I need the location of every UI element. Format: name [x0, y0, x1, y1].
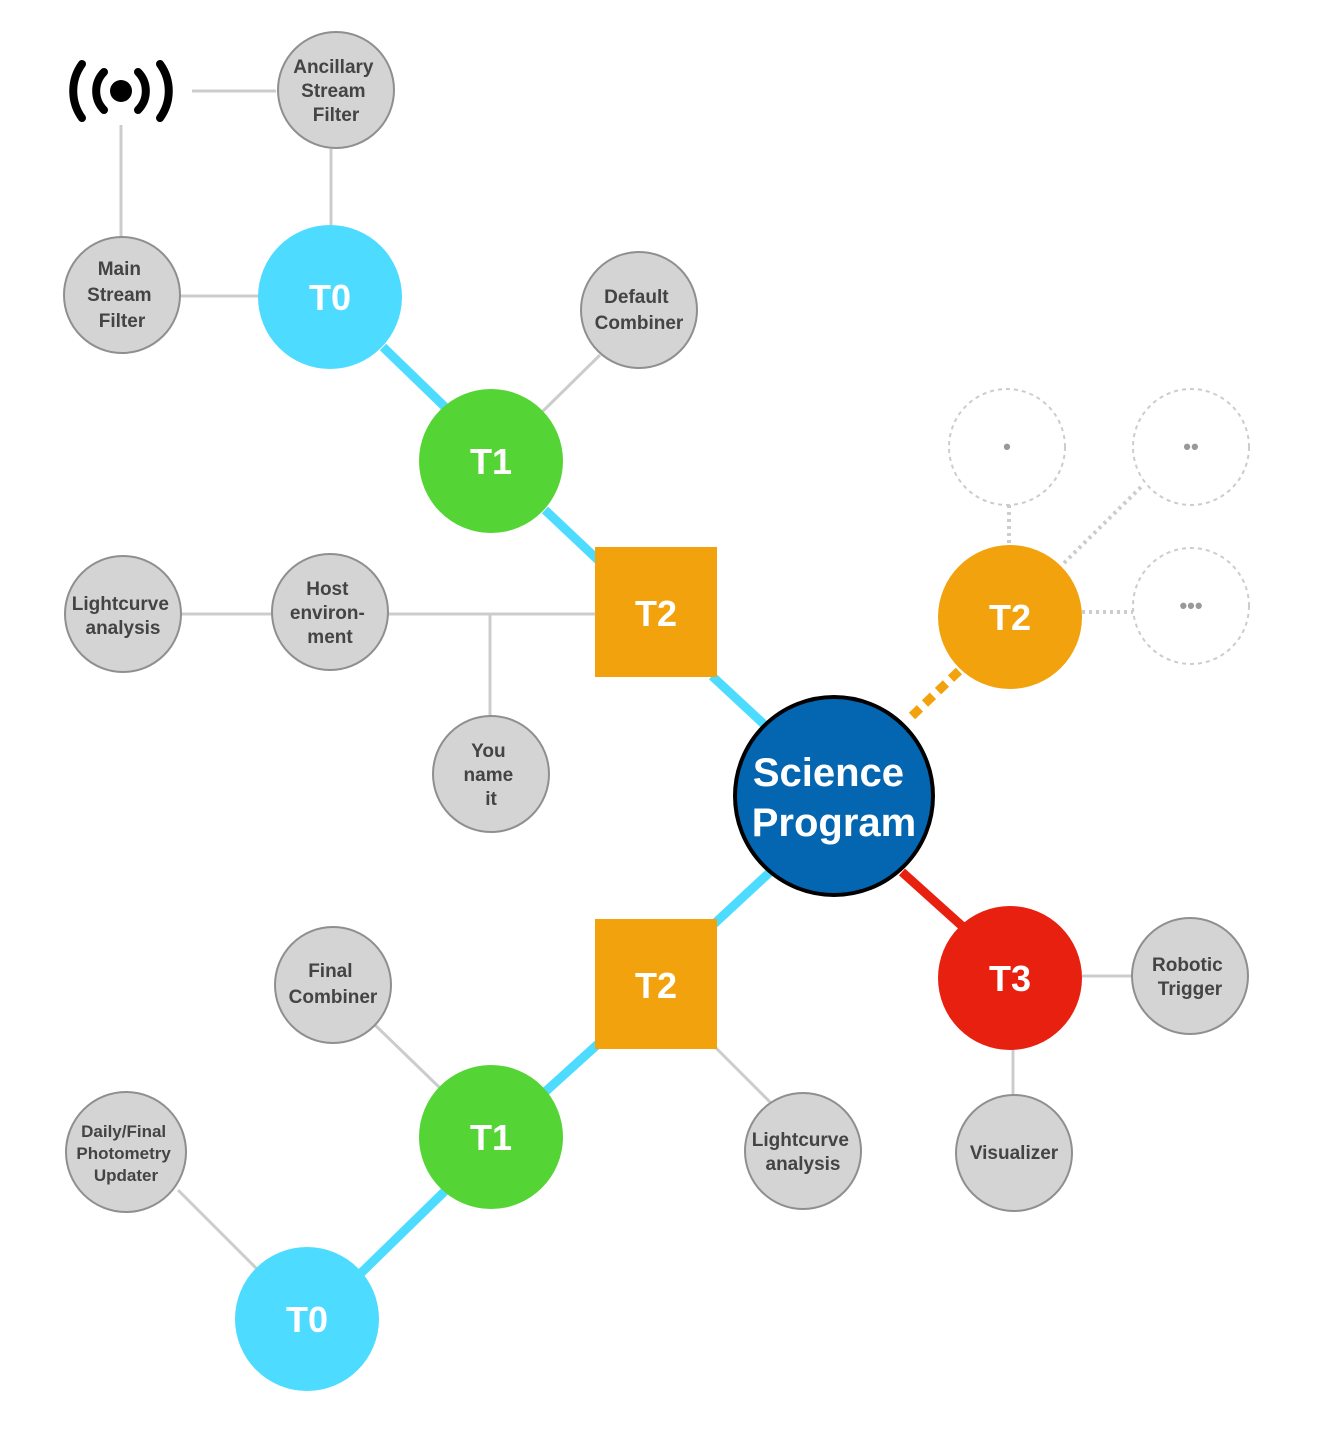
node-placeholder-2: ••	[1132, 388, 1250, 506]
svg-text:•: •	[1003, 434, 1011, 459]
node-t0-lower[interactable]: T0	[235, 1247, 379, 1391]
connector-t0-t1	[379, 343, 450, 412]
node-default-combiner[interactable]: Default Combiner	[580, 251, 698, 369]
node-robotic-trigger[interactable]: Robotic Trigger	[1131, 917, 1249, 1035]
svg-text:Visualizer: Visualizer	[970, 1143, 1059, 1164]
node-t2-right[interactable]: T2	[938, 545, 1082, 689]
node-host-environment[interactable]: Host environ- ment	[271, 553, 389, 671]
node-placeholder-1: •	[948, 388, 1066, 506]
svg-text:T1: T1	[470, 441, 512, 482]
node-ancillary-stream-filter[interactable]: Ancillary Stream Filter	[277, 31, 395, 149]
node-t0-upper[interactable]: T0	[258, 225, 402, 369]
node-main-stream-filter[interactable]: Main Stream Filter	[63, 236, 181, 354]
svg-text:T2: T2	[635, 965, 677, 1006]
node-t2-lower[interactable]: T2	[595, 919, 717, 1049]
svg-text:T2: T2	[989, 597, 1031, 638]
node-t1-lower[interactable]: T1	[419, 1065, 563, 1209]
svg-text:Ancillary Stream F: Ancillary Stream Filter	[293, 57, 379, 126]
connector-t1-t0-lower	[356, 1186, 450, 1278]
svg-text:Lightcurve analysis: Lightcurve analysis	[72, 594, 174, 639]
svg-text:T1: T1	[470, 1117, 512, 1158]
connector-final-combiner-t1	[373, 1023, 442, 1090]
svg-text:Host environ- ment: Host environ- ment	[290, 579, 370, 648]
svg-text:Final Combiner: Final Combiner	[289, 961, 378, 1008]
connector-center-t2-right	[908, 666, 964, 720]
node-visualizer[interactable]: Visualizer	[955, 1094, 1073, 1212]
connector-t2-t1-lower	[541, 1040, 602, 1096]
svg-text:Lightcurve analysis: Lightcurve analysis	[752, 1130, 854, 1175]
svg-text:Science Program: Science Program	[752, 751, 917, 845]
connector-default-combiner-t1	[539, 353, 602, 415]
broadcast-icon	[69, 60, 173, 122]
node-final-combiner[interactable]: Final Combiner	[274, 926, 392, 1044]
svg-text:T0: T0	[309, 277, 351, 318]
node-you-name-it[interactable]: You name it	[432, 715, 550, 833]
svg-text:Main Stream Filter: Main Stream Filter	[87, 259, 157, 332]
node-t1-upper[interactable]: T1	[419, 389, 563, 533]
svg-text:Daily/Final Photometry: Daily/Final Photometry Updater	[76, 1122, 175, 1185]
node-placeholder-3: •••	[1132, 547, 1250, 665]
svg-text:Robotic Trigger: Robotic Trigger	[1152, 955, 1228, 1000]
svg-text:Default Combiner: Default Combiner	[595, 287, 684, 334]
node-science-program[interactable]: Science Program	[733, 695, 935, 897]
svg-text:•••: •••	[1179, 593, 1202, 618]
connector-center-t3	[898, 868, 966, 930]
node-photometry-updater[interactable]: Daily/Final Photometry Updater	[65, 1091, 187, 1213]
svg-text:You name it: You name it	[464, 741, 519, 810]
connector-center-t2-lower	[710, 868, 774, 928]
svg-text:T3: T3	[989, 958, 1031, 999]
svg-text:••: ••	[1183, 434, 1198, 459]
connector-t2-dots2	[1062, 484, 1144, 565]
node-lightcurve-analysis-upper[interactable]: Lightcurve analysis	[64, 555, 182, 673]
node-lightcurve-analysis-lower[interactable]: Lightcurve analysis	[744, 1092, 862, 1210]
connector-photometry-t0	[176, 1188, 260, 1272]
connector-t1-t2	[541, 506, 602, 564]
svg-text:T2: T2	[635, 593, 677, 634]
connectors	[119, 89, 1144, 1278]
node-t2-upper[interactable]: T2	[595, 547, 717, 677]
connector-t2-lightcurve	[714, 1046, 772, 1104]
node-t3[interactable]: T3	[938, 906, 1082, 1050]
svg-text:T0: T0	[286, 1299, 328, 1340]
connector-t2-center	[708, 672, 772, 732]
